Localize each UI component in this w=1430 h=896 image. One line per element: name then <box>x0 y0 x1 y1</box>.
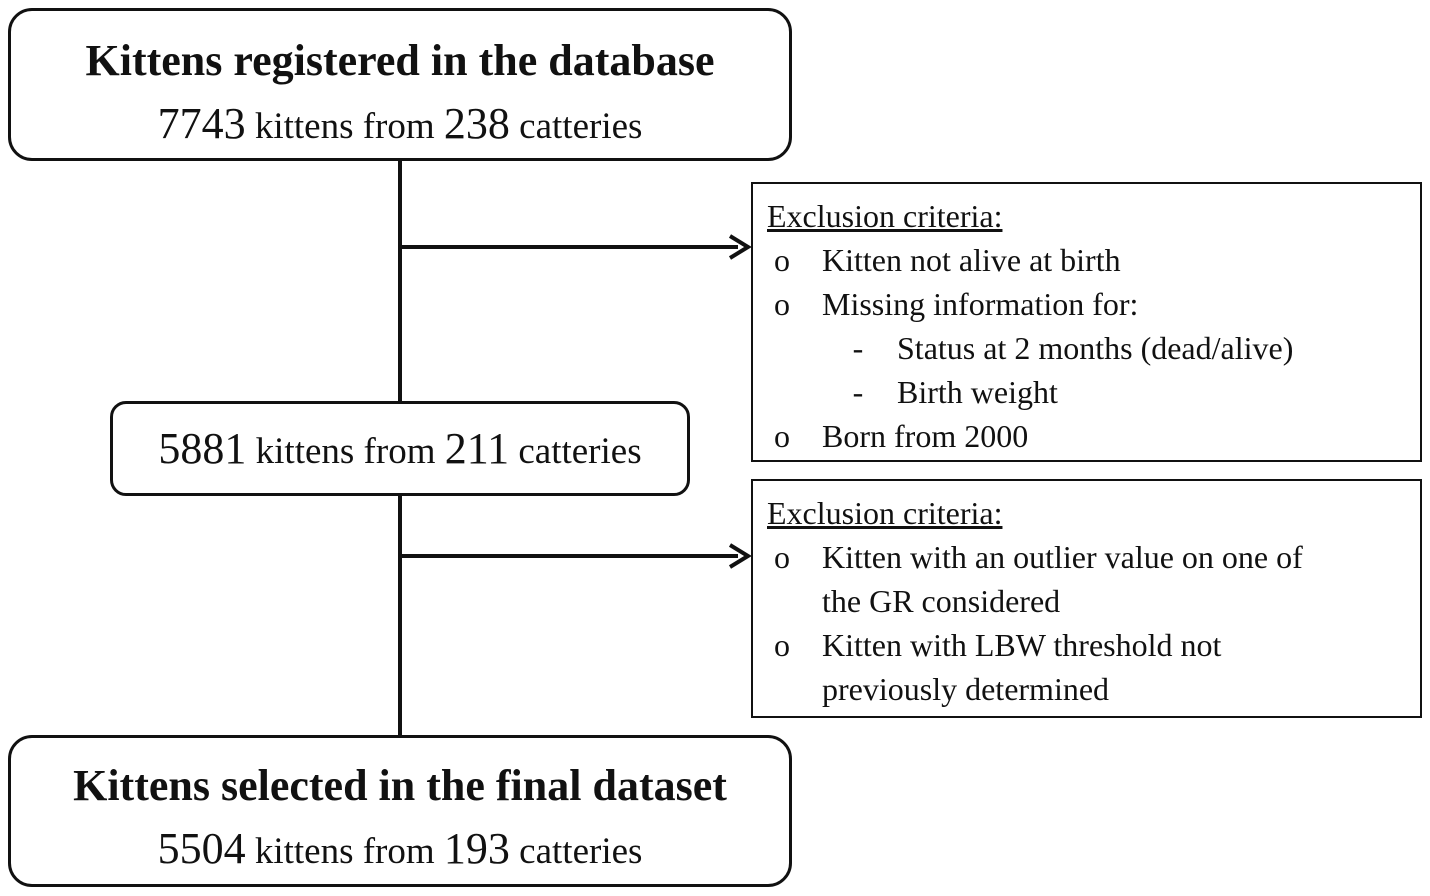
exclusion-1-item-text: Born from 2000 <box>822 418 1029 454</box>
bullet-circle: o <box>774 418 790 454</box>
bullet-circle: o <box>774 627 790 663</box>
registered-catteries: 238 <box>443 99 510 148</box>
exclusion-2-item-text: the GR considered <box>822 583 1061 619</box>
exclusion-2-item: o Kitten with LBW threshold not <box>767 623 1420 667</box>
exclusion-2-item-continued: previously determined <box>767 667 1420 711</box>
registered-count: 7743 <box>157 99 246 148</box>
bullet-circle: o <box>774 539 790 575</box>
exclusion-1-subitem-text: Birth weight <box>897 374 1058 410</box>
bullet-dash: - <box>852 374 864 410</box>
exclusion-1-subitem: - Birth weight <box>767 370 1420 414</box>
exclusion-2-item: o Kitten with an outlier value on one of <box>767 535 1420 579</box>
exclusion-1-item-text: Missing information for: <box>822 286 1139 322</box>
final-title: Kittens selected in the final dataset <box>73 761 727 810</box>
intermediate-count-unit: kittens from <box>255 431 436 472</box>
exclusion-box-1: Exclusion criteria: o Kitten not alive a… <box>751 182 1422 462</box>
arrowhead-1 <box>728 234 752 260</box>
exclusion-1-item: o Missing information for: <box>767 282 1420 326</box>
final-catteries: 193 <box>443 824 510 873</box>
exclusion-2-item-text: previously determined <box>822 671 1110 707</box>
arrowhead-2 <box>728 543 752 569</box>
registered-summary: 7743 kittens from 238 catteries <box>11 101 789 150</box>
registered-title: Kittens registered in the database <box>85 36 715 85</box>
registered-catteries-unit: catteries <box>519 106 643 147</box>
intermediate-summary: 5881 kittens from 211 catteries <box>113 426 687 475</box>
final-count: 5504 <box>157 824 246 873</box>
exclusion-2-item-text: Kitten with an outlier value on one of <box>822 539 1303 575</box>
exclusion-1-heading: Exclusion criteria: <box>767 198 1003 234</box>
bullet-circle: o <box>774 286 790 322</box>
intermediate-catteries: 211 <box>444 424 510 473</box>
bullet-dash: - <box>852 330 864 366</box>
exclusion-1-subitem-text: Status at 2 months (dead/alive) <box>897 330 1294 366</box>
exclusion-1-item: o Born from 2000 <box>767 414 1420 458</box>
exclusion-2-heading: Exclusion criteria: <box>767 495 1003 531</box>
registered-box: Kittens registered in the database 7743 … <box>8 8 792 161</box>
final-summary: 5504 kittens from 193 catteries <box>11 826 789 875</box>
exclusion-2-item-text: Kitten with LBW threshold not <box>822 627 1222 663</box>
intermediate-count: 5881 <box>158 424 247 473</box>
intermediate-box: 5881 kittens from 211 catteries <box>110 401 690 496</box>
intermediate-catteries-unit: catteries <box>518 431 642 472</box>
exclusion-1-item: o Kitten not alive at birth <box>767 238 1420 282</box>
exclusion-2-item-continued: the GR considered <box>767 579 1420 623</box>
final-box: Kittens selected in the final dataset 55… <box>8 735 792 887</box>
exclusion-1-subitem: - Status at 2 months (dead/alive) <box>767 326 1420 370</box>
final-count-unit: kittens from <box>254 831 435 872</box>
exclusion-1-item-text: Kitten not alive at birth <box>822 242 1121 278</box>
bullet-circle: o <box>774 242 790 278</box>
exclusion-box-2: Exclusion criteria: o Kitten with an out… <box>751 479 1422 718</box>
registered-count-unit: kittens from <box>254 106 435 147</box>
final-catteries-unit: catteries <box>519 831 643 872</box>
